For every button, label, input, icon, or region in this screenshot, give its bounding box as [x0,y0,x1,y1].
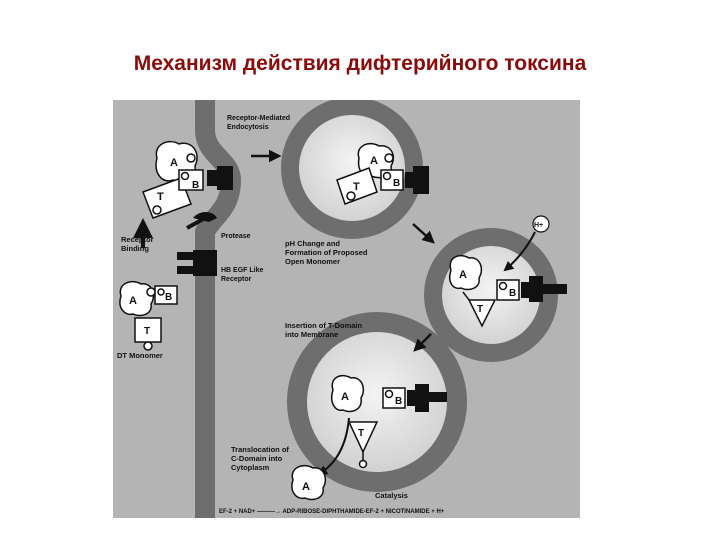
b-letter-3: B [509,288,516,299]
bound-toxin [142,140,204,219]
a-letter-4: A [341,391,349,403]
slide-title: Механизм действия дифтерийного токсина [133,52,587,75]
b-letter-2: B [393,178,400,189]
vesicle-3-toxin [331,374,406,469]
hb-egf-label-1: HB EGF Like [221,267,264,274]
t-domain-site [152,205,162,215]
ph-label-1: pH Change and [285,239,340,248]
a-letter-5: A [302,481,310,493]
receptor-binding-label-1: Receptor [121,235,154,244]
reaction-equation: EF-2 + NAD+ ———→ ADP-RIBOSE-DIPHTHAMIDE-… [219,509,445,515]
a-letter-2: A [370,155,378,167]
a-domain-site [186,153,196,163]
endosome-vesicle-3 [287,312,467,492]
vesicle-1-toxin [336,142,404,205]
vesicle-3-receptor [407,384,447,412]
b-letter-1: B [192,180,199,191]
endosome-vesicle-1 [281,100,423,239]
t-letter-6: T [144,326,150,337]
translocation-arrow [317,417,350,476]
vesicle-2-receptor [521,276,567,302]
proton-bubble [532,215,550,233]
a-letter-1: A [170,157,178,169]
ph-label-2: Formation of Proposed [285,248,368,257]
protease-label: Protease [221,233,251,240]
vesicle-1-receptor [405,166,429,194]
t-domain-triangle-3 [347,421,379,454]
vesicle-2-toxin [449,254,520,328]
translocation-label-2: C-Domain into [231,454,283,463]
proton-label: H+ [534,222,543,229]
b-letter-6: B [165,292,172,303]
receptor-binding-label-2: Binding [121,244,149,253]
acidification-arrow [412,223,435,244]
toxin-mechanism-figure: A T B Receptor-Mediated Endocytosis A T … [113,100,580,518]
t-letter-4: T [358,428,364,439]
free-a-domain [291,464,327,501]
t-letter-1: T [157,191,164,203]
dt-t-domain [134,317,162,343]
endocytosis-label-2: Endocytosis [227,124,269,131]
dt-monomer [119,280,178,351]
insertion-label-2: into Membrane [285,330,338,339]
surface-receptor [207,166,233,190]
t-letter-2: T [353,181,360,193]
t-domain-triangle-2 [467,299,497,328]
proton-arrow [503,231,536,272]
dt-monomer-label: DT Monomer [117,351,163,360]
translocation-label-1: Translocation of [231,445,289,454]
a-letter-3: A [459,269,467,281]
translocation-label-3: Cytoplasm [231,463,270,472]
b-letter-4: B [395,396,402,407]
b-domain-site [180,171,190,181]
endocytosis-label-1: Receptor-Mediated [227,115,290,122]
insertion-arrow [413,333,432,352]
ph-label-3: Open Monomer [285,257,340,266]
hb-egf-label-2: Receptor [221,276,252,283]
insertion-label-1: Insertion of T-Domain [285,321,363,330]
a-letter-6: A [129,295,137,307]
hb-egf-receptor [177,250,217,276]
catalysis-label: Catalysis [375,491,408,500]
t-letter-3: T [477,304,483,315]
